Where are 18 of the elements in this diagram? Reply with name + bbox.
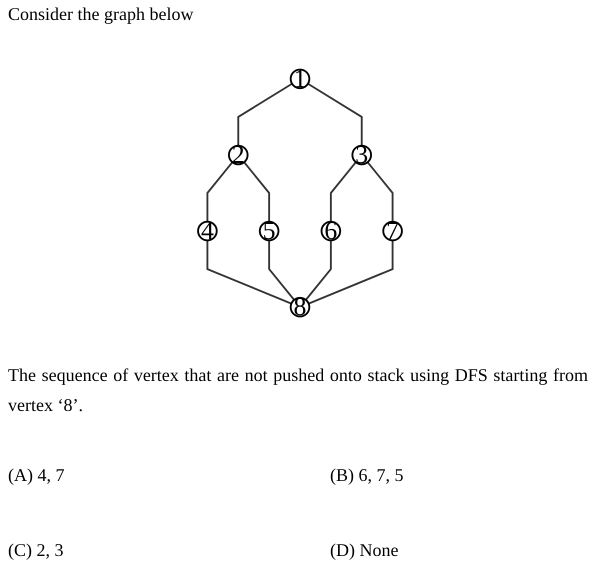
connector bbox=[307, 82, 363, 146]
question-text: The sequence of vertex that are not pushed onto stack using DFS starting from vertex ‘8’. bbox=[8, 364, 588, 417]
answer-option: (B) 6, 7, 5 bbox=[330, 465, 404, 486]
connector bbox=[243, 162, 270, 222]
connector bbox=[308, 240, 394, 304]
connector bbox=[330, 162, 357, 222]
node-circle: 4 bbox=[197, 220, 218, 242]
connector bbox=[206, 162, 234, 222]
connector bbox=[237, 82, 293, 146]
node-circle: 1 bbox=[290, 68, 310, 90]
connector bbox=[206, 240, 292, 304]
connector bbox=[305, 240, 332, 300]
connector bbox=[366, 162, 394, 222]
answer-option: (A) 4, 7 bbox=[8, 465, 64, 486]
answer-option: (D) None bbox=[330, 540, 398, 561]
answer-option: (C) 2, 3 bbox=[8, 540, 64, 561]
question-title: Consider the graph below bbox=[8, 4, 194, 25]
connector bbox=[268, 240, 295, 300]
